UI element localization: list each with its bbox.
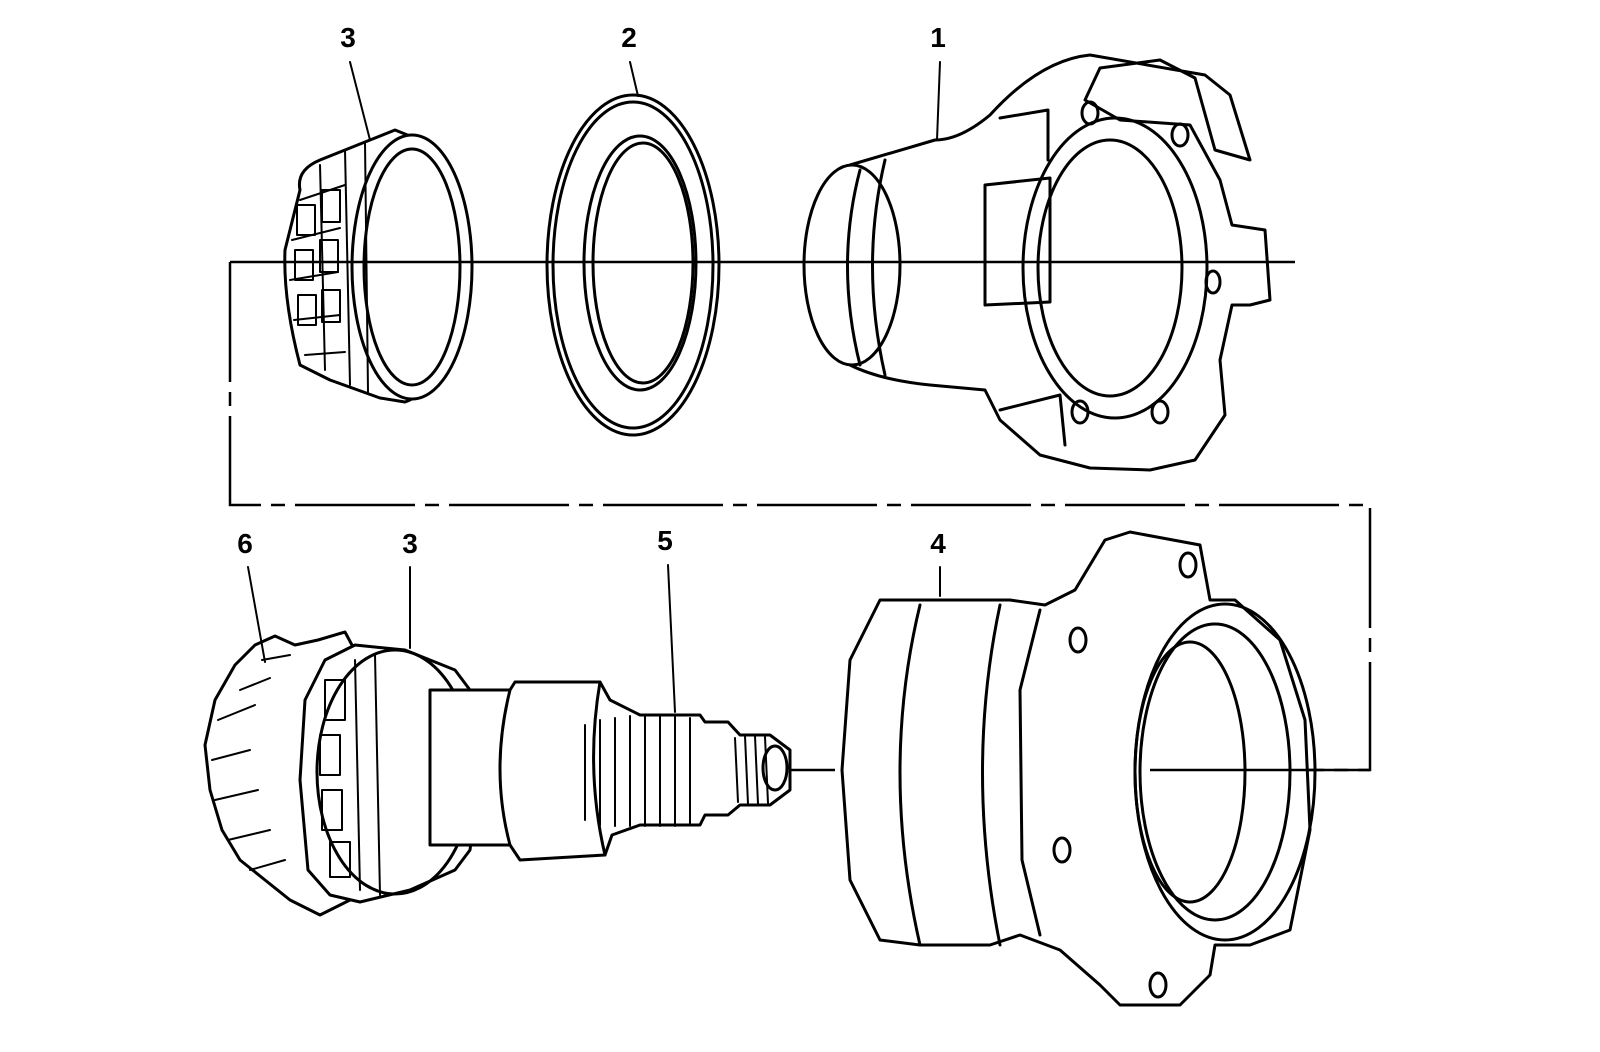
callout-4: 4 bbox=[930, 528, 946, 559]
part-2-shim bbox=[545, 93, 721, 437]
callout-6: 6 bbox=[237, 528, 253, 559]
part-3-bearing-top bbox=[283, 128, 474, 404]
callout-1: 1 bbox=[930, 22, 946, 53]
part-4-retainer-housing bbox=[840, 530, 1317, 1007]
callout-2: 2 bbox=[621, 22, 637, 53]
callout-5: 5 bbox=[657, 525, 673, 556]
callout-3-top: 3 bbox=[340, 22, 356, 53]
leader-lines bbox=[247, 61, 941, 713]
callout-3-bottom: 3 bbox=[402, 528, 418, 559]
part-5-pinion-shaft bbox=[428, 680, 792, 862]
